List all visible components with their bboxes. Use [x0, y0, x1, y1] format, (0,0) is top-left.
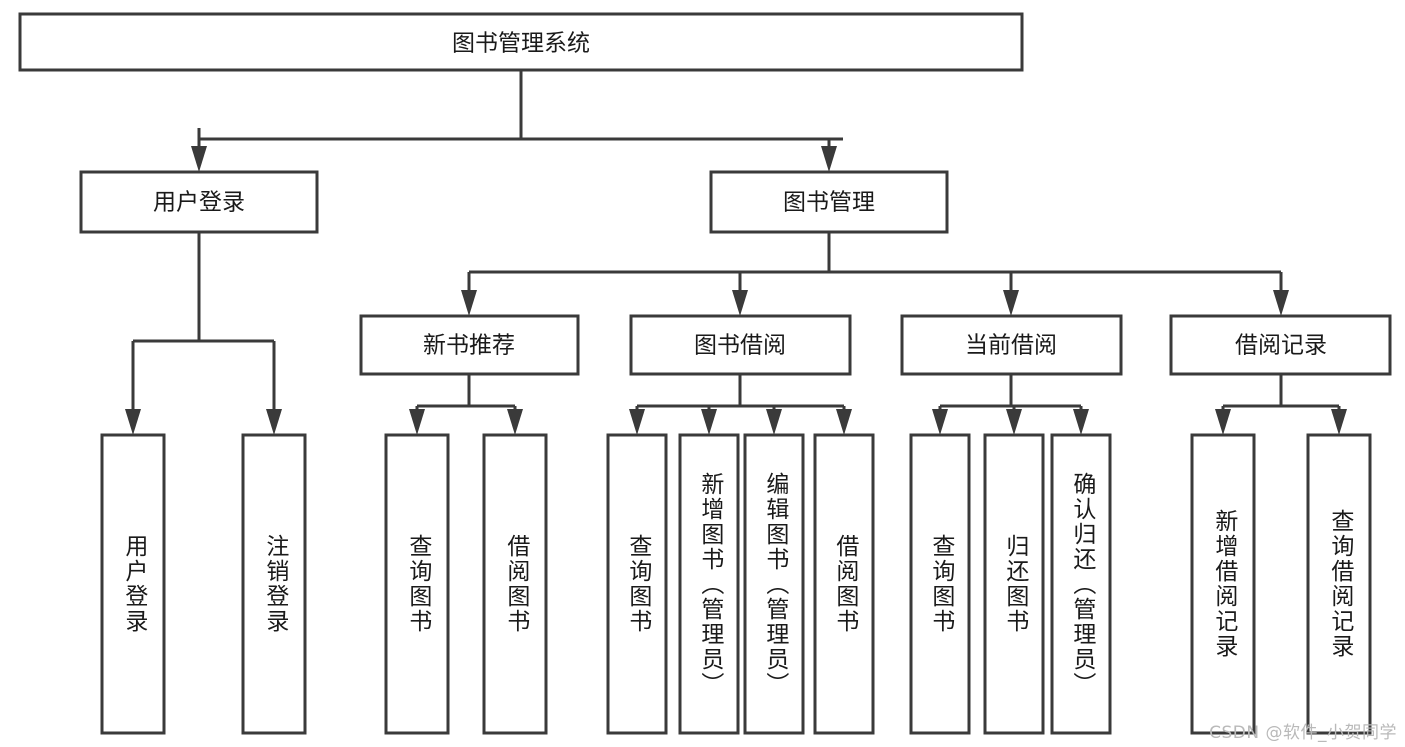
arrow-head-current-borrow	[1003, 290, 1019, 316]
node-book-management-label: 图书管理	[783, 190, 875, 216]
arrow-head-book-borrow	[732, 290, 748, 316]
arrow-head-borrow-record	[1273, 290, 1289, 316]
node-user-login-box[interactable]	[79, 170, 319, 234]
node-book-borrow-label: 图书借阅	[694, 333, 786, 359]
arrow-head-leaf-query-book-borrow	[629, 409, 645, 435]
leaf-query-borrow-record-box[interactable]	[1306, 433, 1372, 735]
node-book-management[interactable]: 图书管理	[709, 170, 949, 234]
leaf-query-book-borrow-box[interactable]	[606, 433, 668, 735]
arrow-head-leaf-add-book-admin	[701, 409, 717, 435]
arrow-head-leaf-borrow-book	[836, 409, 852, 435]
node-current-borrow[interactable]: 当前借阅	[900, 314, 1123, 376]
node-new-book-recommend-label: 新书推荐	[423, 333, 515, 359]
arrow-head-leaf-query-book-rec	[409, 409, 425, 435]
leaf-query-book-rec-box[interactable]	[384, 433, 450, 735]
node-book-management-box[interactable]	[709, 170, 949, 234]
arrow-head-leaf-query-book-current	[932, 409, 948, 435]
connector-group-new-book-recommend	[409, 374, 523, 435]
connector-group-borrow-record	[1215, 374, 1347, 435]
connector-group-book-borrow	[629, 374, 852, 435]
arrow-head-leaf-return-book	[1006, 409, 1022, 435]
node-user-login[interactable]: 用户登录	[79, 170, 319, 234]
node-borrow-record-box[interactable]	[1169, 314, 1392, 376]
node-borrow-record-label: 借阅记录	[1235, 333, 1327, 359]
leaf-edit-book-admin-box[interactable]	[743, 433, 805, 735]
arrow-head-leaf-edit-book-admin	[766, 409, 782, 435]
node-borrow-record[interactable]: 借阅记录	[1169, 314, 1392, 376]
node-root[interactable]: 图书管理系统	[18, 12, 1024, 72]
leaf-user-logout-box[interactable]	[241, 433, 307, 735]
connector-group-user-login	[125, 232, 282, 435]
arrow-head-new-book-recommend	[461, 290, 477, 316]
csdn-watermark: CSDN @软件_小贺同学	[1209, 723, 1397, 743]
node-current-borrow-box[interactable]	[900, 314, 1123, 376]
connector-group-root	[191, 70, 843, 172]
node-user-login-label: 用户登录	[153, 190, 245, 216]
node-book-borrow[interactable]: 图书借阅	[629, 314, 852, 376]
node-root-box[interactable]	[18, 12, 1024, 72]
leaf-query-book-current-box[interactable]	[909, 433, 971, 735]
leaf-confirm-return-admin-box[interactable]	[1050, 433, 1112, 735]
arrow-head-leaf-user-logout	[266, 409, 282, 435]
node-current-borrow-label: 当前借阅	[965, 333, 1057, 359]
node-new-book-recommend-box[interactable]	[359, 314, 580, 376]
arrow-head-leaf-user-login	[125, 409, 141, 435]
arrow-head-leaf-add-borrow-record	[1215, 409, 1231, 435]
leaf-add-borrow-record-box[interactable]	[1190, 433, 1256, 735]
arrow-head-leaf-borrow-book-rec	[507, 409, 523, 435]
leaf-borrow-book-box[interactable]	[813, 433, 875, 735]
connector-group-current-borrow	[932, 374, 1089, 435]
leaf-borrow-book-rec-box[interactable]	[482, 433, 548, 735]
node-new-book-recommend[interactable]: 新书推荐	[359, 314, 580, 376]
leaf-return-book-box[interactable]	[983, 433, 1045, 735]
arrow-head-book-management	[821, 146, 837, 172]
arrow-head-user-login	[191, 146, 207, 172]
arrow-head-leaf-confirm-return-admin	[1073, 409, 1089, 435]
node-root-label: 图书管理系统	[452, 31, 590, 57]
leaf-user-login-box[interactable]	[100, 433, 166, 735]
leaf-add-book-admin-box[interactable]	[678, 433, 740, 735]
connector-group-book-management	[461, 232, 1289, 316]
arrow-head-leaf-query-borrow-record	[1331, 409, 1347, 435]
leaf-boxes-group	[100, 433, 1372, 735]
node-book-borrow-box[interactable]	[629, 314, 852, 376]
